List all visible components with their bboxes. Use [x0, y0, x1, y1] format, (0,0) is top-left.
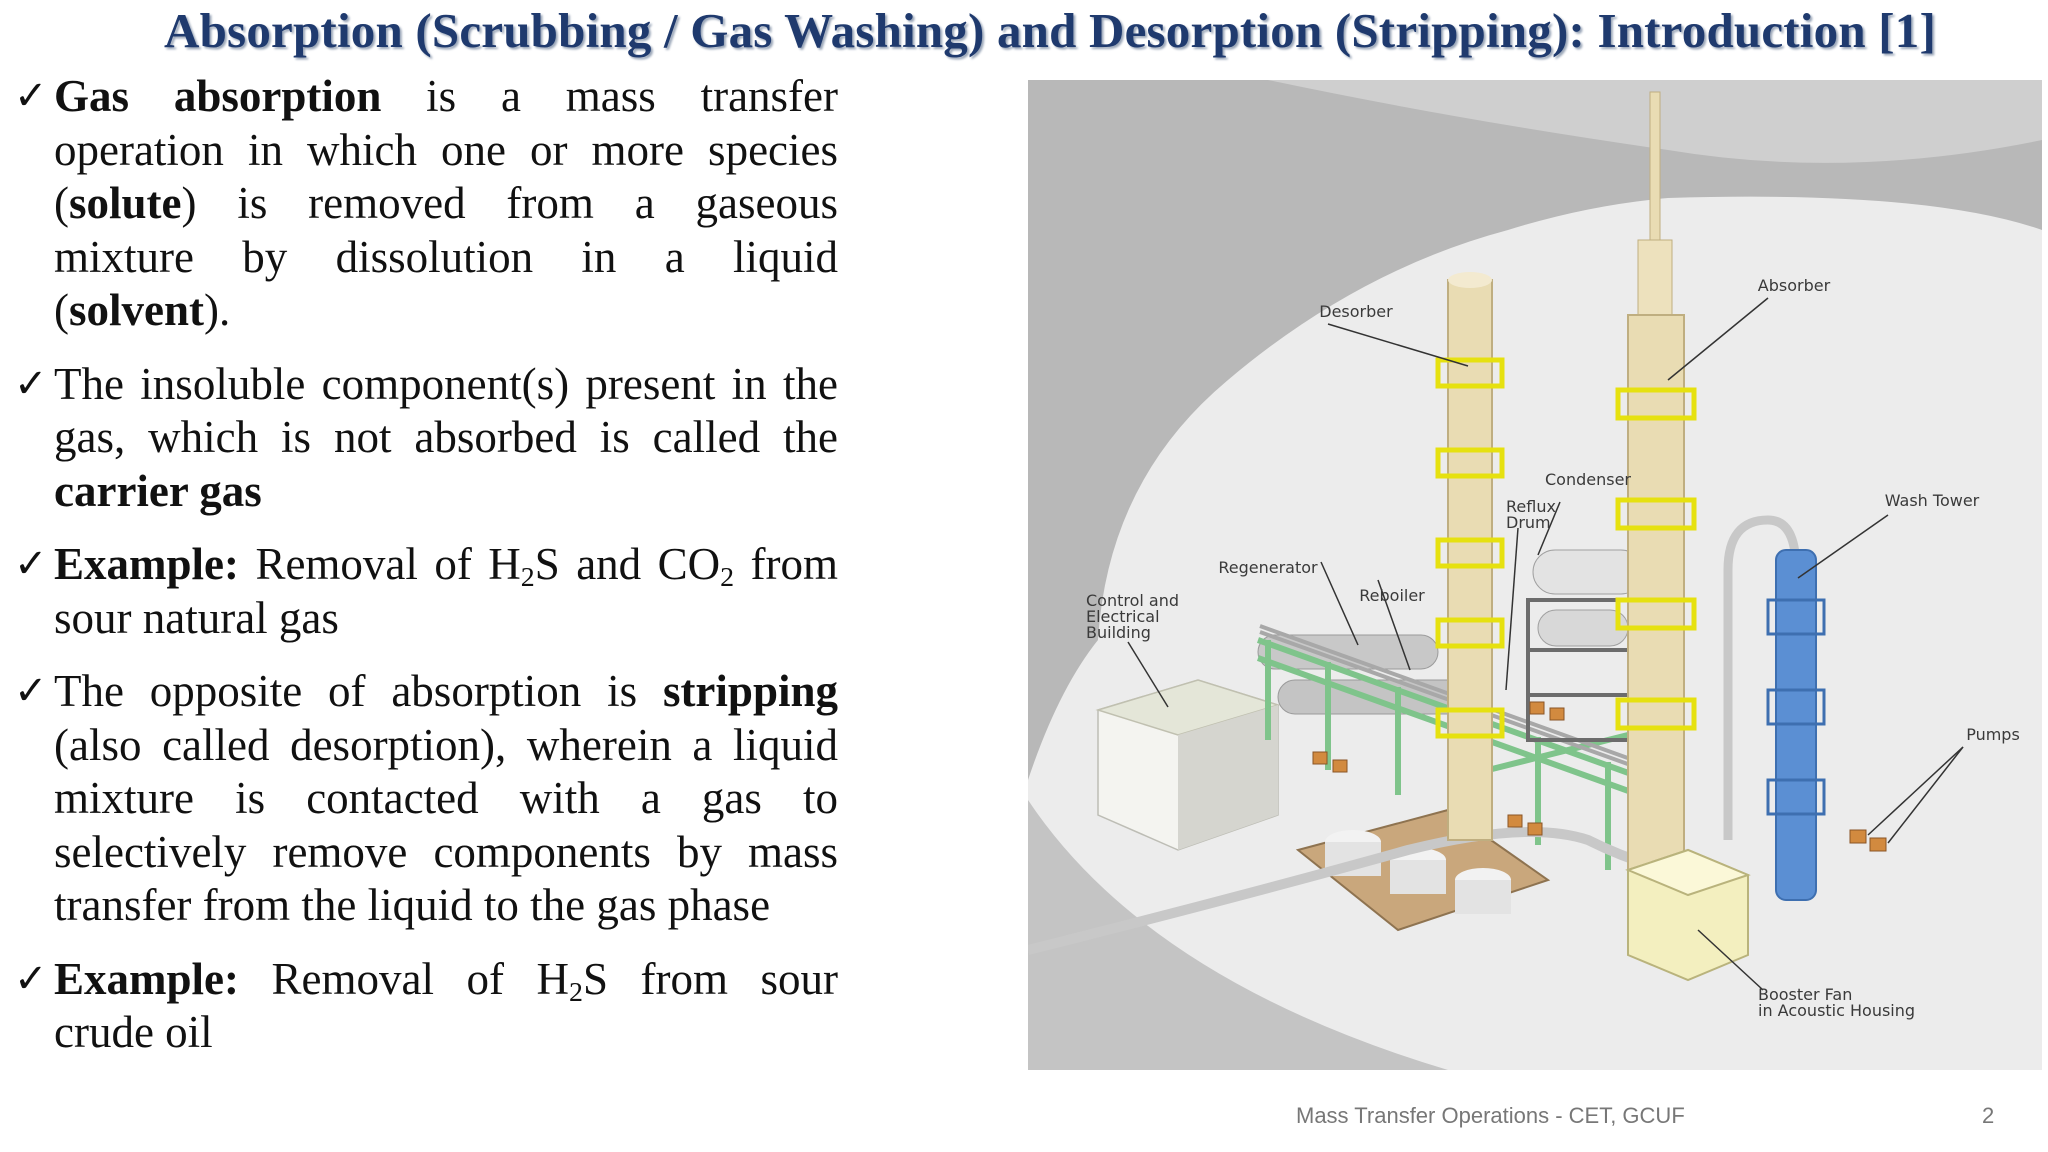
label-regenerator: Regenerator: [1218, 558, 1318, 577]
plant-diagram: Desorber Absorber Condenser Reflux Drum …: [1028, 80, 2042, 1070]
bullet-text-bold: carrier gas: [54, 465, 262, 516]
bullet-text: The opposite of absorption is: [54, 666, 663, 716]
bullet-list: ✓ Gas absorption is a mass transfer oper…: [14, 70, 838, 1060]
bullet-text: Removal of H: [239, 539, 521, 589]
bullet-text: ).: [204, 285, 231, 335]
slide-title: Absorption (Scrubbing / Gas Washing) and…: [164, 3, 1936, 58]
bullet-text: is a mass transfer operation in which on…: [54, 71, 838, 228]
bullet-text: The insoluble component(s) present in th…: [54, 358, 838, 463]
bullet-text: (also called desorption), wherein a liqu…: [54, 719, 838, 931]
label-reboiler: Reboiler: [1359, 586, 1425, 605]
bullet-stripping: ✓ The opposite of absorption is strippin…: [14, 665, 838, 933]
footer-course-name: Mass Transfer Operations - CET, GCUF: [1296, 1103, 1685, 1128]
plant-illustration: Desorber Absorber Condenser Reflux Drum …: [1028, 80, 2042, 1070]
subscript: 2: [720, 561, 735, 593]
checkmark-icon: ✓: [14, 668, 48, 714]
label-control-building-line1: Control and: [1086, 591, 1179, 610]
bullet-example-natural-gas: ✓ Example: Removal of H2S and CO2 from s…: [14, 538, 838, 645]
bullet-text-bold: stripping: [662, 666, 838, 716]
label-control-building-line2: Electrical: [1086, 607, 1160, 626]
desorber-tower: [1435, 272, 1505, 841]
checkmark-icon: ✓: [14, 360, 48, 407]
label-reflux-drum-line1: Reflux: [1506, 497, 1556, 516]
bullet-text-bold: solute: [69, 178, 182, 228]
label-wash-tower: Wash Tower: [1885, 491, 1980, 510]
ground-edge: [1028, 800, 1448, 1070]
label-desorber: Desorber: [1319, 302, 1393, 321]
checkmark-icon: ✓: [14, 541, 48, 587]
bullet-text: from sour natural gas: [54, 539, 839, 643]
label-condenser: Condenser: [1545, 470, 1631, 489]
bullet-carrier-gas: ✓ The insoluble component(s) present in …: [14, 358, 838, 519]
control-building-side: [1178, 705, 1278, 850]
subscript: 2: [520, 561, 535, 593]
page-number: 2: [1982, 1103, 1995, 1128]
bullet-text: S and CO: [534, 539, 721, 589]
bullet-text-bold: Example:: [54, 539, 239, 589]
bullet-text: Removal of H: [239, 953, 570, 1004]
label-reflux-drum-line2: Drum: [1506, 513, 1551, 532]
pump-pallets: [1312, 701, 1887, 852]
wash-tower: [1723, 515, 1826, 901]
label-booster-fan-line1: Booster Fan: [1758, 985, 1852, 1004]
callout-lines: [1127, 297, 1964, 991]
condenser-structure: [1526, 549, 1644, 742]
label-pumps: Pumps: [1966, 725, 2020, 744]
bullet-text-bold: Example:: [54, 953, 239, 1004]
bullet-text: ) is removed from a gaseous mixture by d…: [54, 178, 838, 335]
bullet-text-bold: solvent: [69, 285, 204, 335]
label-absorber: Absorber: [1758, 276, 1831, 295]
checkmark-icon: ✓: [14, 73, 48, 119]
label-booster-fan-line2: in Acoustic Housing: [1758, 1001, 1915, 1020]
bullet-text: S from sour crude oil: [54, 953, 839, 1058]
label-control-building-line3: Building: [1086, 623, 1151, 642]
bullet-example-crude-oil: ✓ Example: Removal of H2S from sour crud…: [14, 953, 838, 1060]
bullet-text-bold: Gas absorption: [54, 71, 382, 121]
subscript: 2: [569, 976, 583, 1008]
checkmark-icon: ✓: [14, 955, 48, 1002]
absorber-tower: [1615, 91, 1697, 916]
bullet-gas-absorption: ✓ Gas absorption is a mass transfer oper…: [14, 70, 838, 338]
